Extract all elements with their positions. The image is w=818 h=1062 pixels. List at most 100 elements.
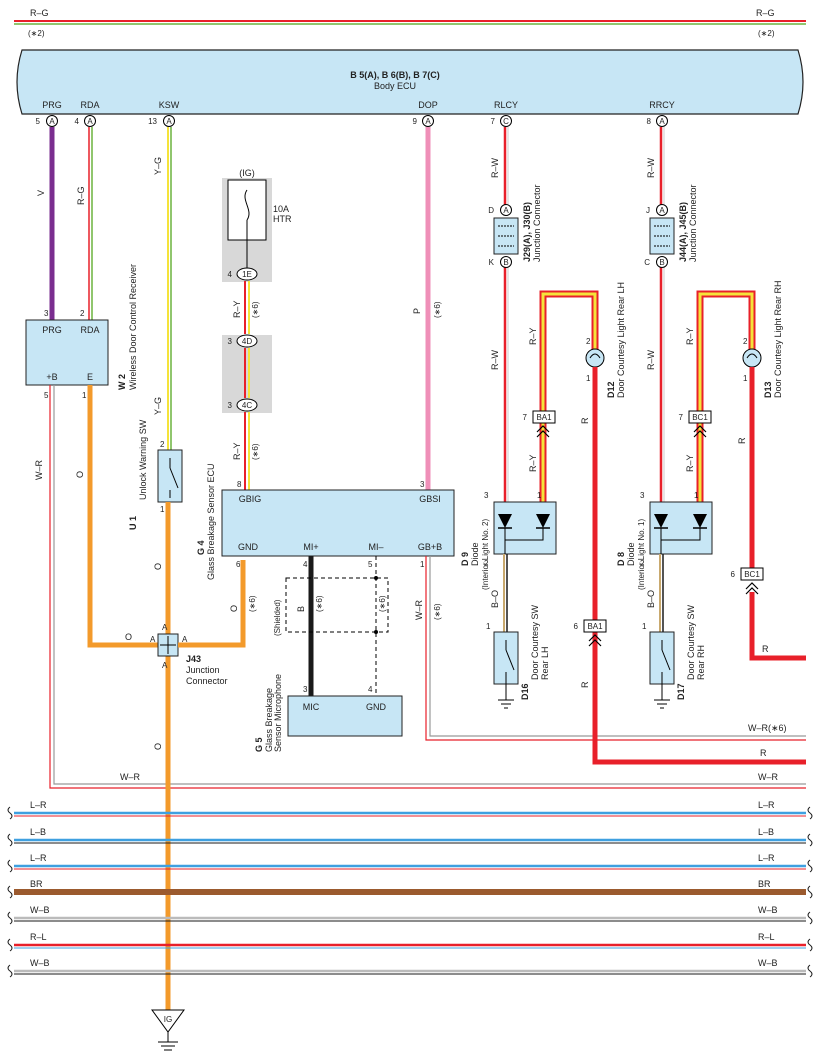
svg-text:R: R: [580, 417, 590, 424]
svg-text:G 4: G 4: [196, 540, 206, 555]
svg-text:2: 2: [586, 337, 591, 346]
svg-text:Door Courtesy SW: Door Courtesy SW: [686, 604, 696, 680]
svg-text:Unlock Warning SW: Unlock Warning SW: [138, 419, 148, 500]
svg-text:A: A: [162, 623, 168, 632]
bottom-wire-label-right: R–L: [758, 932, 775, 942]
svg-text:K: K: [489, 258, 495, 267]
svg-text:W–R: W–R: [120, 772, 141, 782]
bottom-wire-label-left: L–B: [30, 827, 46, 837]
svg-text:3: 3: [228, 337, 233, 346]
svg-text:(IG): (IG): [239, 168, 255, 178]
svg-text:R: R: [760, 748, 767, 758]
bottom-wire-label-left: BR: [30, 879, 43, 889]
wire-rrcy-rw: R–W R–W: [646, 127, 665, 502]
svg-text:Junction Connector: Junction Connector: [688, 184, 698, 262]
svg-text:R–G: R–G: [30, 8, 49, 18]
svg-text:R–W: R–W: [490, 349, 500, 370]
svg-text:5: 5: [368, 560, 373, 569]
svg-text:RDA: RDA: [80, 100, 99, 110]
svg-text:(∗2): (∗2): [28, 29, 45, 38]
svg-text:(∗2): (∗2): [758, 29, 775, 38]
bottom-wire-label-right: W–B: [758, 905, 778, 915]
wire-g4-gbb-wr: W–R (∗6) W–R(∗6): [414, 556, 806, 741]
svg-text:9: 9: [413, 117, 418, 126]
svg-text:RDA: RDA: [80, 325, 99, 335]
svg-text:RLCY: RLCY: [494, 100, 518, 110]
svg-text:R–G: R–G: [756, 8, 775, 18]
wire-rda-rg: R–G: [76, 127, 93, 320]
wire-rh-red: R R: [737, 367, 806, 661]
svg-text:(∗6): (∗6): [433, 603, 442, 620]
svg-text:R–Y: R–Y: [528, 327, 538, 345]
svg-text:Y–G: Y–G: [153, 157, 163, 175]
svg-text:6: 6: [731, 570, 736, 579]
svg-text:Diode: Diode: [470, 542, 480, 566]
svg-text:R–Y: R–Y: [232, 442, 242, 460]
svg-text:BC1: BC1: [692, 413, 708, 422]
svg-text:Rear RH: Rear RH: [696, 645, 706, 680]
wire-dop-pink: P (∗6): [412, 127, 442, 490]
svg-text:U 1: U 1: [128, 516, 138, 530]
svg-text:Wireless Door Control Receiver: Wireless Door Control Receiver: [128, 264, 138, 390]
svg-text:W 2: W 2: [117, 374, 127, 390]
svg-text:2: 2: [743, 337, 748, 346]
svg-text:O: O: [229, 605, 239, 612]
svg-text:PRG: PRG: [42, 325, 62, 335]
svg-text:E: E: [87, 372, 93, 382]
svg-text:Junction Connector: Junction Connector: [532, 184, 542, 262]
svg-text:GBSI: GBSI: [419, 494, 441, 504]
svg-text:J44(A), J45(B): J44(A), J45(B): [678, 202, 688, 262]
svg-text:6: 6: [236, 560, 241, 569]
w2-receiver: PRG RDA +B E 3 2 5 1 W 2 Wireless Door C…: [25, 264, 138, 400]
bottom-wire-label-left: L–R: [30, 800, 47, 810]
svg-text:HTR: HTR: [273, 214, 292, 224]
wire-w2-orange: O O: [75, 385, 160, 648]
top-wire-rg: R–G R–G (∗2) (∗2): [14, 8, 806, 38]
bottom-wire-label-left: R–L: [30, 932, 47, 942]
svg-text:1: 1: [694, 491, 699, 500]
u1-unlock-switch: 2 1 U 1 Unlock Warning SW: [128, 419, 183, 530]
ecu-pin-connectors: A5 A4 A13 A9 C7 A8: [36, 115, 668, 127]
g4-glass-breakage-ecu: GBIG GBSI GND MI+ MI– GB+B 8 3 6 4 5 1 G…: [196, 463, 455, 580]
wire-d8-bo: B–O: [646, 554, 664, 632]
mic-shield-wires: B (∗6) (∗6) (Shielded): [273, 556, 389, 696]
svg-text:3: 3: [303, 685, 308, 694]
svg-text:KSW: KSW: [159, 100, 180, 110]
svg-text:(∗6): (∗6): [315, 595, 324, 612]
svg-text:Diode: Diode: [626, 542, 636, 566]
svg-text:4D: 4D: [242, 337, 252, 346]
svg-text:2: 2: [484, 559, 489, 568]
svg-text:R–Y: R–Y: [685, 454, 695, 472]
svg-text:W–R: W–R: [414, 600, 424, 621]
bottom-wire-2: L–R L–R: [7, 853, 813, 873]
svg-text:1: 1: [743, 374, 748, 383]
svg-text:O: O: [75, 471, 85, 478]
svg-text:(Shielded): (Shielded): [273, 599, 282, 636]
bottom-wire-4: W–B W–B: [7, 905, 813, 925]
wire-rlcy-rw: R–W R–W: [490, 127, 509, 502]
svg-text:1: 1: [642, 622, 647, 631]
bottom-wire-5: R–L R–L: [7, 932, 813, 952]
d17-courtesy-sw-rh: 1 D17 Door Courtesy SW Rear RH: [642, 604, 706, 709]
svg-text:3: 3: [228, 401, 233, 410]
bottom-wire-label-left: L–R: [30, 853, 47, 863]
svg-text:Rear LH: Rear LH: [540, 646, 550, 680]
wire-fuse-ry: R–Y (∗6) R–Y (∗6): [232, 281, 260, 490]
svg-text:W–R: W–R: [34, 460, 44, 481]
svg-text:C: C: [644, 258, 650, 267]
svg-text:O: O: [125, 632, 132, 642]
svg-text:+B: +B: [46, 372, 57, 382]
wire-u1-orange: O O: [153, 502, 171, 1010]
svg-text:R: R: [580, 681, 590, 688]
bottom-wire-label-right: L–R: [758, 853, 775, 863]
svg-text:2: 2: [640, 559, 645, 568]
svg-text:8: 8: [647, 117, 652, 126]
bottom-wire-label-right: W–B: [758, 958, 778, 968]
d13-courtesy-light-rh: 2 1 D13 Door Courtesy Light Rear RH: [742, 280, 783, 398]
bottom-wire-label-left: W–B: [30, 905, 50, 915]
svg-text:7: 7: [491, 117, 496, 126]
svg-text:DOP: DOP: [418, 100, 438, 110]
